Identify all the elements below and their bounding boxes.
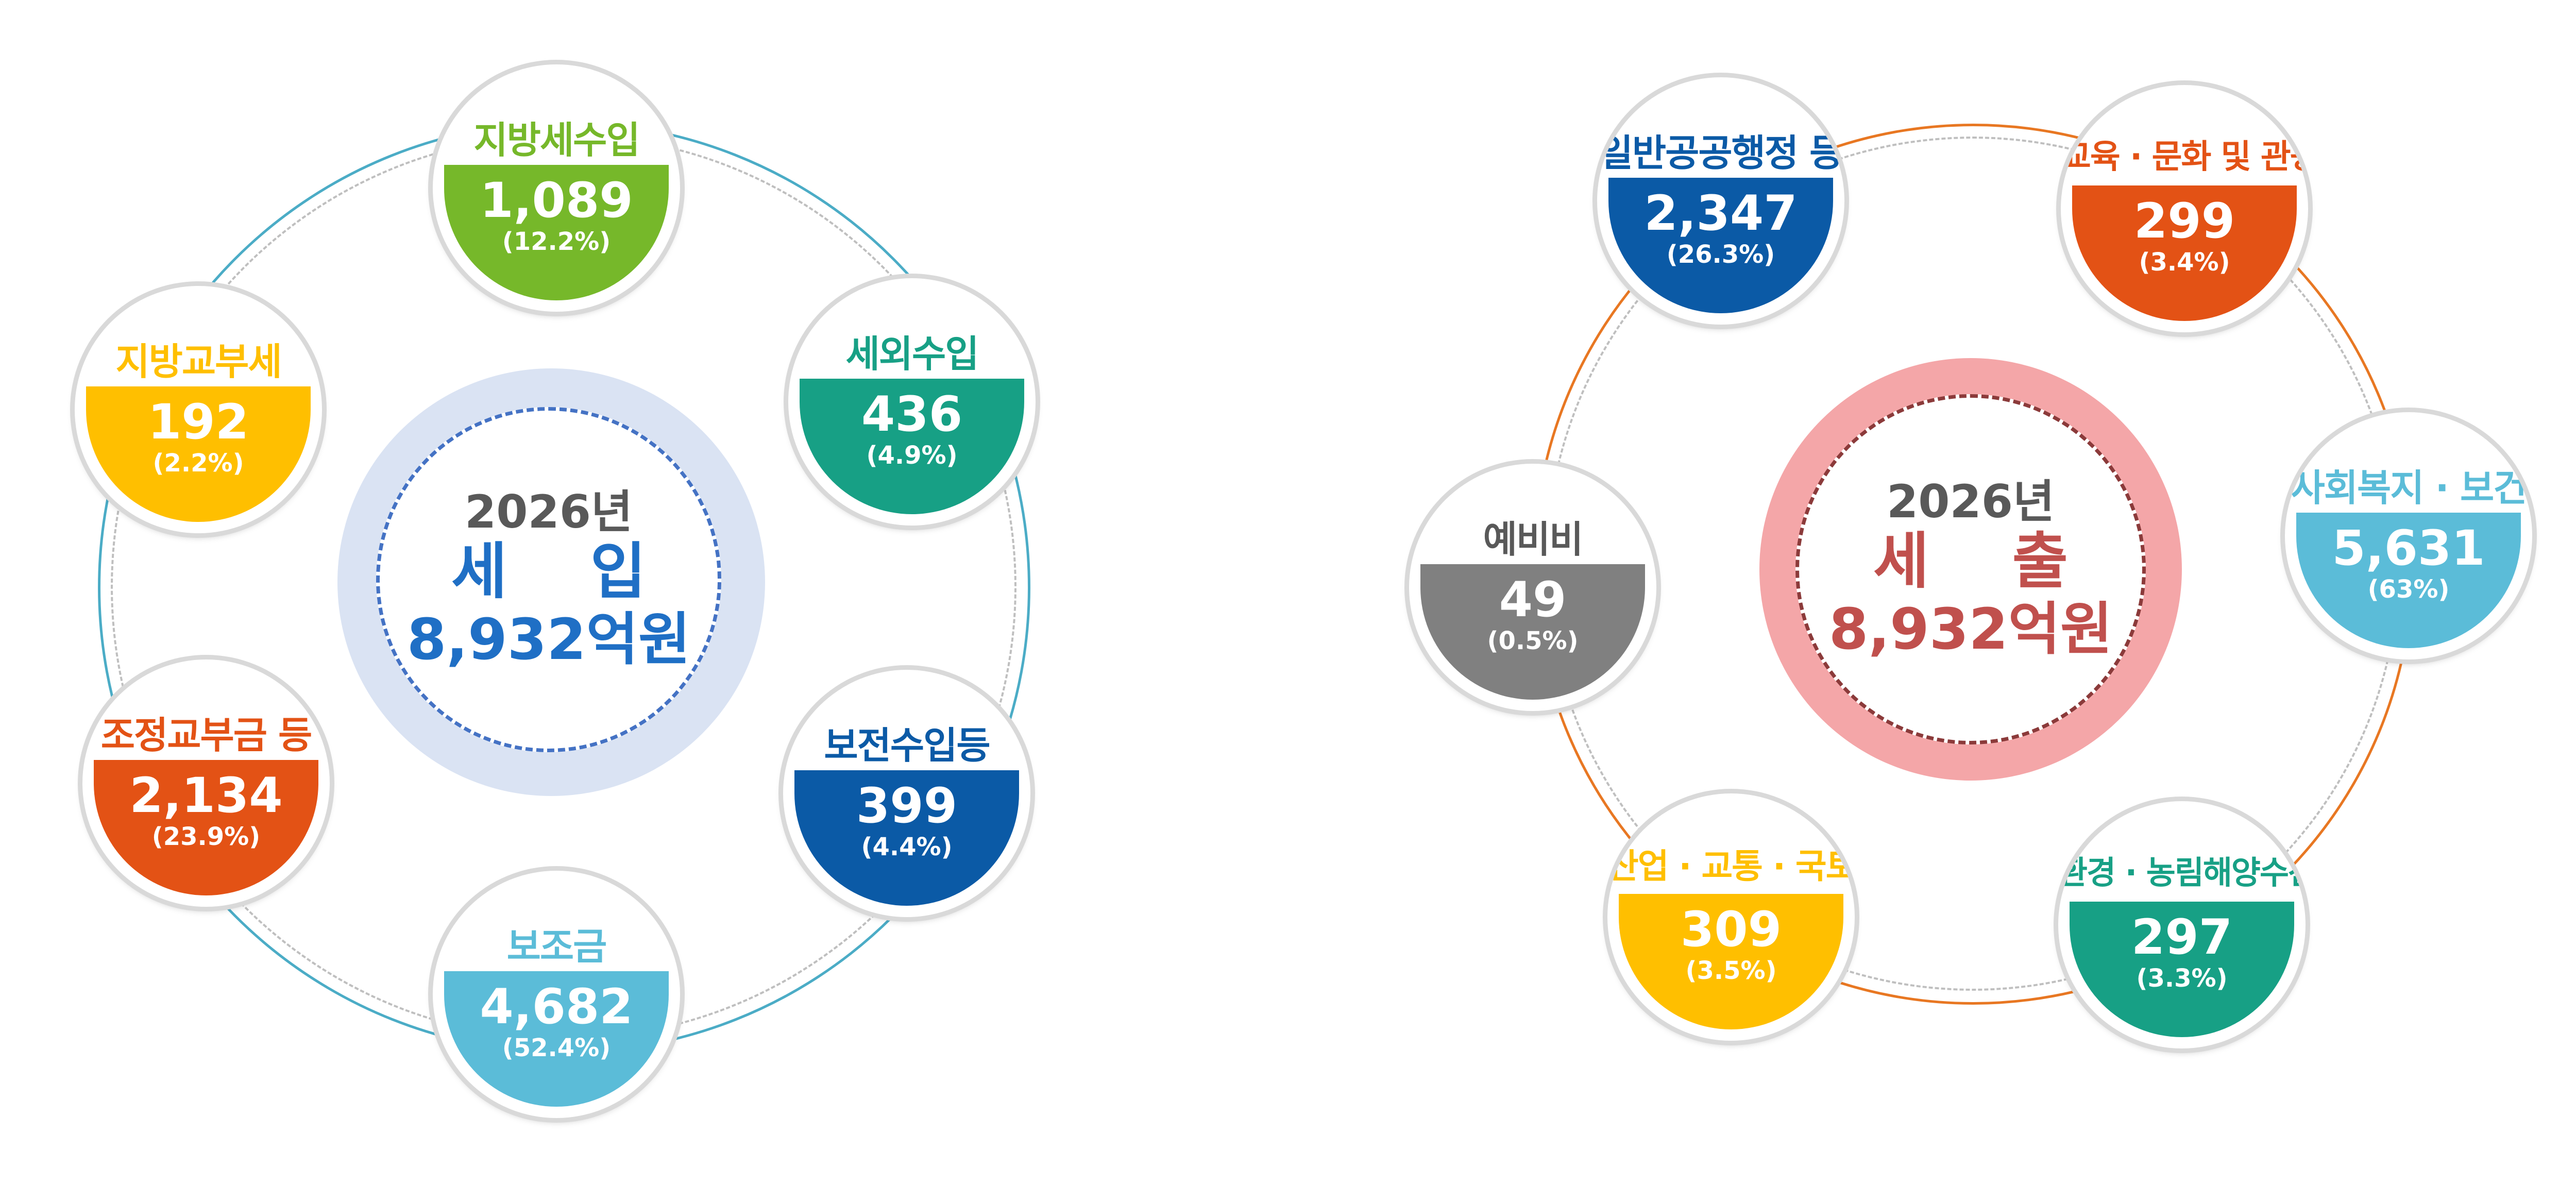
item-percent: (52.4%) — [502, 1034, 611, 1063]
revenue-item-subsidy: 보조금 4,682 (52.4%) — [433, 871, 680, 1118]
item-label: 조정교부금 등 — [100, 714, 313, 757]
item-percent: (0.5%) — [1487, 627, 1579, 656]
item-fill: 436 (4.9%) — [800, 379, 1024, 514]
item-value: 5,631 — [2332, 520, 2485, 577]
item-percent: (4.4%) — [861, 833, 953, 862]
expenditure-item-environment-agriculture: 환경 · 농림해양수산 297 (3.3%) — [2058, 801, 2306, 1048]
expenditure-year: 2026년 — [1887, 475, 2055, 528]
item-percent: (3.4%) — [2139, 248, 2230, 277]
item-value: 2,347 — [1644, 185, 1798, 242]
expenditure-item-social-welfare: 사회복지 · 보건 5,631 (63%) — [2285, 412, 2532, 659]
item-fill: 2,347 (26.3%) — [1608, 178, 1833, 313]
item-percent: (23.9%) — [151, 822, 261, 852]
item-value: 4,682 — [480, 979, 633, 1035]
item-label: 일반공공행정 등 — [1599, 131, 1844, 175]
item-fill: 2,134 (23.9%) — [94, 760, 318, 895]
item-fill: 49 (0.5%) — [1420, 564, 1645, 700]
item-value: 297 — [2131, 909, 2233, 966]
item-value: 1,089 — [480, 173, 633, 229]
revenue-title: 세 입 — [451, 536, 677, 607]
item-label: 지방교부세 — [115, 340, 282, 383]
item-label: 보전수입등 — [824, 724, 990, 767]
item-fill: 399 (4.4%) — [794, 770, 1019, 906]
item-label: 세외수입 — [845, 332, 979, 376]
item-percent: (12.2%) — [502, 227, 611, 257]
revenue-item-preservation: 보전수입등 399 (4.4%) — [783, 670, 1030, 917]
revenue-year: 2026년 — [465, 485, 633, 538]
revenue-total: 8,932억원 — [406, 606, 691, 672]
item-fill: 5,631 (63%) — [2296, 513, 2521, 648]
item-label: 환경 · 농림해양수산 — [2058, 854, 2306, 891]
item-value: 299 — [2133, 193, 2235, 249]
revenue-item-local-tax: 지방세수입 1,089 (12.2%) — [433, 64, 680, 312]
expenditure-title: 세 출 — [1873, 526, 2099, 597]
item-value: 49 — [1499, 572, 1567, 628]
item-label: 예비비 — [1483, 518, 1584, 561]
item-percent: (4.9%) — [866, 441, 958, 470]
item-label: 지방세수입 — [473, 118, 640, 162]
item-percent: (2.2%) — [152, 449, 244, 478]
expenditure-total: 8,932억원 — [1828, 596, 2113, 662]
expenditure-item-reserve: 예비비 49 (0.5%) — [1409, 464, 1656, 711]
revenue-item-local-grant-tax: 지방교부세 192 (2.2%) — [75, 286, 322, 533]
item-value: 2,134 — [129, 768, 283, 824]
item-value: 436 — [861, 386, 963, 443]
item-label: 보조금 — [506, 925, 607, 968]
item-label: 교육 · 문화 및 관광 — [2061, 138, 2308, 176]
item-fill: 192 (2.2%) — [86, 386, 311, 522]
item-fill: 1,089 (12.2%) — [444, 165, 669, 300]
expenditure-center: 2026년 세 출 8,932억원 — [1795, 394, 2146, 744]
item-percent: (3.5%) — [1685, 956, 1777, 986]
item-value: 192 — [147, 394, 249, 450]
item-fill: 299 (3.4%) — [2072, 185, 2297, 321]
item-fill: 309 (3.5%) — [1619, 894, 1843, 1029]
item-percent: (63%) — [2367, 575, 2450, 604]
item-fill: 4,682 (52.4%) — [444, 971, 669, 1107]
expenditure-item-industry-transport: 산업 · 교통 · 국토 309 (3.5%) — [1607, 793, 1855, 1041]
revenue-item-adjustment-grant: 조정교부금 등 2,134 (23.9%) — [82, 659, 330, 907]
item-label: 산업 · 교통 · 국토 — [1607, 847, 1855, 886]
expenditure-item-education-culture: 교육 · 문화 및 관광 299 (3.4%) — [2061, 85, 2308, 332]
expenditure-item-general-admin: 일반공공행정 등 2,347 (26.3%) — [1597, 77, 1844, 325]
item-value: 399 — [856, 778, 958, 834]
item-label: 사회복지 · 보건 — [2291, 466, 2528, 510]
revenue-panel: 2026년 세 입 8,932억원 지방세수입 1,089 (12.2%) 세외… — [75, 64, 1036, 1118]
expenditure-panel: 2026년 세 출 8,932억원 일반공공행정 등 2,347 (26.3%)… — [1306, 0, 2576, 1185]
revenue-center: 2026년 세 입 8,932억원 — [376, 407, 721, 752]
item-percent: (3.3%) — [2136, 964, 2228, 993]
item-value: 309 — [1680, 902, 1782, 958]
item-fill: 297 (3.3%) — [2070, 902, 2294, 1037]
item-percent: (26.3%) — [1666, 240, 1775, 269]
revenue-item-non-tax: 세외수입 436 (4.9%) — [788, 278, 1036, 526]
